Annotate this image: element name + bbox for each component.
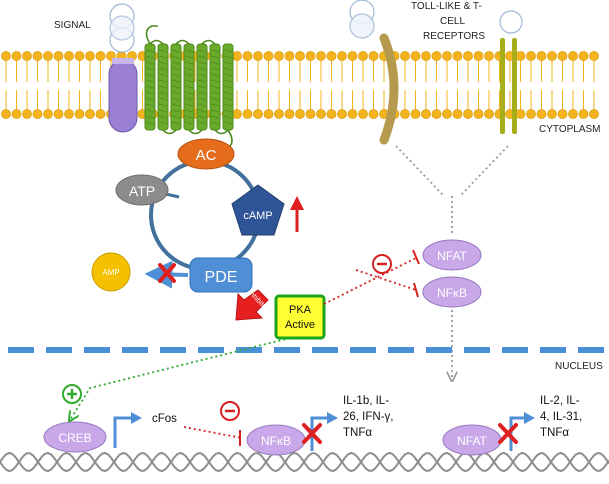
creb-label: CREB (58, 431, 91, 445)
nuclear-membrane (8, 347, 604, 353)
receptors-label-line2: CELL (440, 16, 465, 27)
nucleus-label: NUCLEUS (555, 361, 603, 372)
pka-active-node: PKA Active (274, 294, 326, 340)
nfat-cytoplasm-label: NFAT (437, 249, 467, 263)
nfkb-nucleus: NFκB (246, 424, 306, 456)
nfat-genes-line2: 4, IL-31, (540, 411, 582, 423)
nfat-cytoplasm: NFAT (422, 239, 482, 271)
pde-label: PDE (205, 269, 238, 286)
nfkb-target-genes: IL-1b, IL- 26, IFN-γ, TNFα (343, 395, 393, 439)
ac-label: AC (196, 147, 217, 164)
signal-receptor (108, 58, 138, 133)
nfkb-cytoplasm: NFκB (422, 276, 482, 308)
gpcr-seven-helix (144, 25, 234, 149)
atp-label: ATP (129, 183, 155, 199)
cfos-inhibits-nfkb (183, 426, 243, 446)
nfkb-transcription-arrow (310, 412, 338, 451)
pka-label-line1: PKA (289, 304, 312, 316)
nfat-nucleus-label: NFAT (457, 434, 487, 448)
amp-label: AMP (102, 268, 119, 277)
nfat-nucleus: NFAT (442, 424, 502, 456)
dna-helix (0, 451, 609, 473)
amp-node: AMP (91, 252, 131, 292)
toll-like-receptor (349, 0, 399, 145)
camp-node: cAMP (231, 184, 285, 236)
pka-activates-creb (70, 337, 291, 420)
camp-increase-arrow (290, 196, 304, 232)
nfkb-cytoplasm-label: NFκB (437, 286, 467, 300)
minus-sign-nucleus-icon (220, 401, 240, 421)
nfkb-genes-line1: IL-1b, IL- (343, 395, 389, 407)
t-cell-receptor (499, 10, 523, 134)
pka-inhibits-nfat-nfkb (323, 249, 420, 305)
cell-membrane (1, 51, 599, 119)
minus-sign-cytoplasm-icon (372, 254, 392, 274)
receptor-to-nfat-signal (395, 145, 509, 236)
receptors-label-line3: RECEPTORS (423, 31, 485, 42)
camp-label: cAMP (243, 210, 272, 222)
nfat-block-x-icon (498, 423, 518, 444)
atp-node: ATP (115, 174, 169, 206)
amp-block-x-icon (158, 263, 176, 283)
nfat-transcription-arrow (509, 412, 535, 451)
plus-sign-icon (62, 384, 82, 404)
nfat-genes-line1: IL-2, IL- (540, 395, 580, 407)
nfkb-block-x-icon (302, 423, 322, 444)
creb-transcription-arrow (113, 412, 142, 448)
cfos-label: cFos (152, 413, 177, 425)
nfat-target-genes: IL-2, IL- 4, IL-31, TNFα (540, 395, 582, 439)
signal-label: SIGNAL (54, 20, 91, 31)
pka-label-line2: Active (285, 319, 315, 331)
nfkb-nucleus-label: NFκB (261, 434, 291, 448)
nfkb-genes-line3: TNFα (343, 427, 372, 439)
signal-ligand (109, 3, 135, 53)
nfkb-genes-line2: 26, IFN-γ, (343, 411, 393, 423)
ac-node: AC (177, 138, 235, 170)
pde-node: PDE (189, 257, 253, 293)
nfat-genes-line3: TNFα (540, 427, 569, 439)
inhibitor-arrow: inhibitor (235, 289, 270, 321)
receptors-label-line1: TOLL-LIKE & T- (411, 1, 482, 12)
cytoplasm-label: CYTOPLASM (539, 124, 601, 135)
creb-node: CREB (43, 421, 107, 453)
